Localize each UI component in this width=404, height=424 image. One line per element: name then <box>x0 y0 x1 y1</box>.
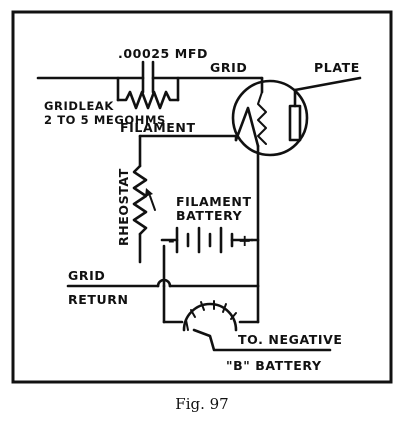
b-battery-tap <box>182 300 332 352</box>
filament-wiring <box>138 134 260 288</box>
grid-return-wiring <box>66 278 260 324</box>
negative-b-label: TO. NEGATIVE <box>238 332 343 347</box>
grid-capacitor <box>36 60 264 94</box>
grid-return-label: GRID <box>68 268 105 283</box>
battery-minus-label: - <box>168 231 175 250</box>
vacuum-tube <box>231 76 362 157</box>
tube-plate <box>288 104 302 142</box>
negative-b-label-line2: "B" BATTERY <box>226 358 322 373</box>
figure-caption: Fig. 97 <box>175 395 228 413</box>
grid-leak-resistor <box>116 76 180 110</box>
grid-label: GRID <box>210 60 247 75</box>
battery-label-line1: FILAMENT <box>176 194 252 209</box>
tube-filament <box>234 106 260 148</box>
capacitor-label: .00025 MFD <box>118 46 208 61</box>
rheostat <box>132 164 156 264</box>
rheostat-label: RHEOSTAT <box>116 168 131 246</box>
plate-label: PLATE <box>314 60 360 75</box>
filament-label: FILAMENT <box>120 120 196 135</box>
gridleak-label: GRIDLEAK <box>44 99 114 113</box>
diagram-frame <box>11 10 393 384</box>
gridleak-value-label: 2 TO 5 MEGOHMS <box>44 113 166 127</box>
grid-return-label-line2: RETURN <box>68 292 129 307</box>
battery-label-line2: BATTERY <box>176 208 243 223</box>
tube-grid <box>257 91 267 145</box>
battery-plus-label: + <box>238 231 252 250</box>
